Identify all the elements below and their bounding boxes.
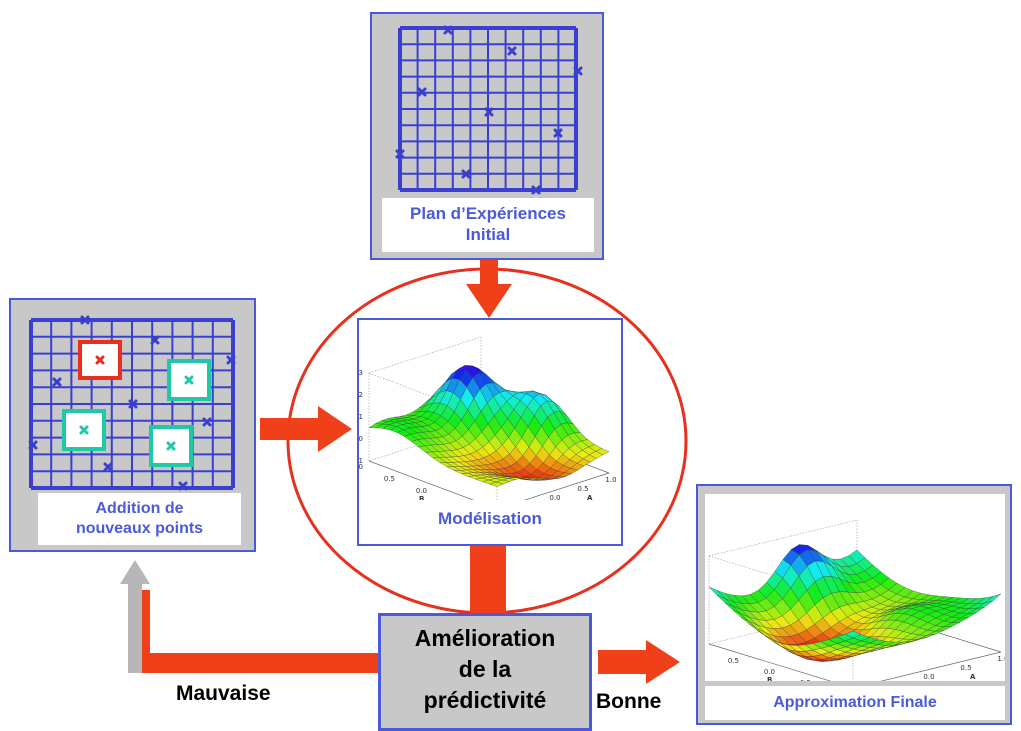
design-point-icon [507,46,517,56]
design-point-icon [461,169,471,179]
design-point-icon [103,462,113,472]
arrow-feedback-up [142,590,150,673]
z-tick-label: 3 [359,369,363,377]
a-tick-label: 1.0 [605,476,616,484]
design-point-icon [531,185,541,195]
axis-b-label: B [767,676,772,681]
a-tick-label: 0.0 [549,494,560,500]
initial-design-caption: Plan d’Expériences Initial [382,198,594,252]
good-label: Bonne [596,690,662,713]
new-point-icon [166,441,176,451]
final-caption: Approximation Finale [705,686,1005,720]
axis-a-label: A [970,673,976,681]
new-points-caption-line2: nouveaux points [75,520,204,537]
a-tick-label: 0.5 [960,664,971,672]
z-tick-label: 2 [359,391,363,399]
grid-lines [398,26,578,192]
initial-design-grid [395,25,583,195]
design-point-icon [573,66,583,76]
design-point-icon [28,440,38,450]
design-point-icon [202,417,212,427]
b-tick-label: 0.0 [416,487,427,495]
initial-design-caption-line2: Initial [465,225,511,244]
arrow-right-to-final [598,640,680,684]
z-tick-label: -1 [359,457,363,465]
initial-design-panel: Plan d’Expériences Initial [370,12,604,260]
final-panel: 3210-11.00.50.0-0.5-1.0-1.0-0.50.00.51.0… [696,484,1012,725]
b-tick-label: 0.0 [764,668,775,676]
new-points-panel: Addition de nouveaux points [9,298,256,552]
arrow-feedback-shadow [120,560,150,673]
b-tick-label: 1.0 [359,463,363,471]
design-point-icon [395,149,405,159]
b-tick-label: 0.5 [384,475,395,483]
new-points-grid [28,315,236,491]
design-point-icon [417,87,427,97]
arrow-down-to-model [466,260,512,318]
new-point-box [62,409,106,451]
decision-line2: de la [458,656,512,682]
z-tick-label: 0 [359,435,363,443]
surface-mesh [368,365,610,487]
a-tick-label: 0.0 [923,673,934,681]
arrow-model-to-decision [470,545,506,617]
decision-line1: Amélioration [414,625,556,651]
design-point-icon [52,377,62,387]
rejected-point-icon [95,355,105,365]
z-tick-label: 1 [359,413,363,421]
design-point-icon [443,25,453,35]
design-point-icon [484,107,494,117]
new-point-icon [184,375,194,385]
design-point-icon [80,315,90,325]
bad-label: Mauvaise [176,682,271,705]
model-caption: Modélisation [438,509,542,528]
final-surface-plot: 3210-11.00.50.0-0.5-1.0-1.0-0.50.00.51.0… [708,519,1005,681]
b-tick-label: -0.5 [797,679,811,681]
design-point-icon [128,399,138,409]
new-points-caption: Addition de nouveaux points [38,493,241,545]
axis-b-label: B [419,495,424,500]
axis-a-label: A [587,494,593,500]
new-point-box [149,425,193,467]
decision-line3: prédictivité [423,687,547,713]
design-point-icon [178,481,188,491]
model-surface-plot: 3210-11.00.50.0-0.5-1.0-1.0-0.50.00.51.0… [359,336,617,500]
new-point-icon [79,425,89,435]
b-tick-label: 0.5 [728,657,739,665]
a-tick-label: 0.5 [577,485,588,493]
design-point-icon [150,335,160,345]
a-tick-label: 1.0 [997,655,1005,663]
arrow-right-to-model [260,406,352,452]
final-plot-area: 3210-11.00.50.0-0.5-1.0-1.0-0.50.00.51.0… [705,494,1005,681]
design-point-icon [553,128,563,138]
b-tick-label: -0.5 [445,499,459,500]
design-point-icon [226,355,236,365]
arrow-feedback-horizontal [142,653,378,673]
initial-design-caption-line1: Plan d’Expériences [410,204,566,223]
surface-mesh [708,544,1002,662]
decision-box: Amélioration de la prédictivité [378,613,592,731]
model-panel: 3210-11.00.50.0-0.5-1.0-1.0-0.50.00.51.0… [357,318,623,546]
new-points-caption-line1: Addition de [95,500,184,517]
